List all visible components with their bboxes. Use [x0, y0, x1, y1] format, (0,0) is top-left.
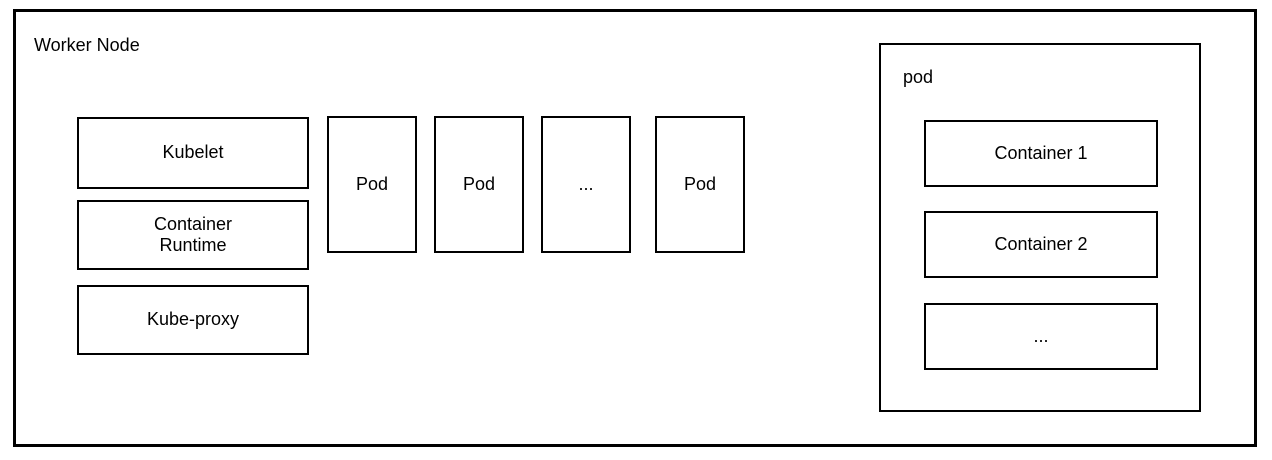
- pod-box-label: Pod: [683, 173, 717, 194]
- node-component-label: Kubelet: [162, 142, 224, 163]
- node-component-kube-proxy[interactable]: Kube-proxy: [77, 285, 309, 355]
- pod-box-2[interactable]: Pod: [434, 116, 524, 253]
- pod-box-label: Pod: [355, 173, 389, 194]
- pod-box-1[interactable]: Pod: [327, 116, 417, 253]
- pod-box-ellipsis[interactable]: ...: [541, 116, 631, 253]
- pod-box-4[interactable]: Pod: [655, 116, 745, 253]
- pod-box-label: ...: [578, 173, 594, 194]
- pod-box-label: Pod: [462, 173, 496, 194]
- node-component-kubelet[interactable]: Kubelet: [77, 117, 309, 189]
- pod-container-label: Container 1: [994, 142, 1088, 163]
- pod-container-label: Container 2: [994, 233, 1088, 254]
- pod-container-label: ...: [1033, 325, 1049, 346]
- node-component-label: Kube-proxy: [146, 309, 240, 330]
- pod-container-1[interactable]: Container 1: [924, 120, 1158, 187]
- pod-container-ellipsis[interactable]: ...: [924, 303, 1158, 370]
- worker-node-title: Worker Node: [34, 35, 140, 55]
- pod-detail-title: pod: [903, 67, 934, 87]
- pod-container-2[interactable]: Container 2: [924, 211, 1158, 278]
